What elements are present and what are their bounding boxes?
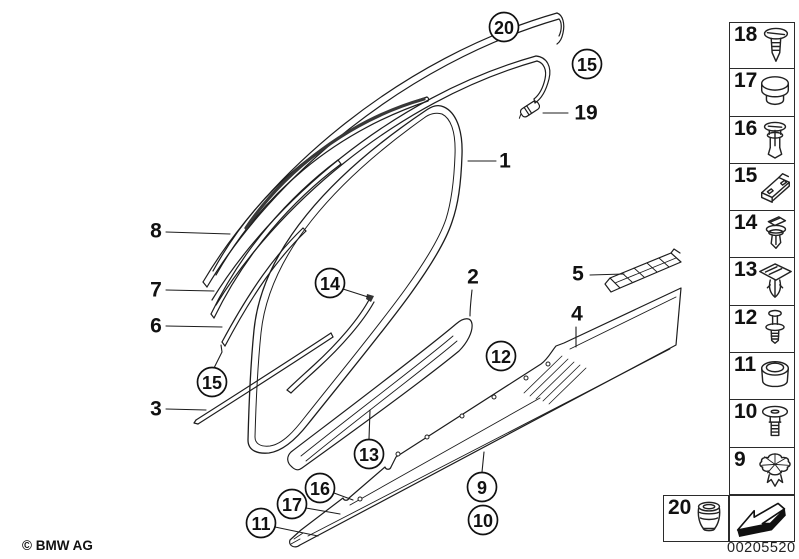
panel-item-9[interactable]: 9 — [729, 447, 795, 495]
panel-item-20[interactable]: 20 — [663, 495, 729, 542]
star-clip-icon — [759, 453, 791, 487]
sill-strip-3 — [193, 332, 334, 425]
callout-circle-13[interactable]: 13 — [353, 438, 385, 470]
cone-plug-icon — [697, 501, 721, 531]
tapping-screw-icon — [763, 27, 789, 62]
callout-circle-15-left[interactable]: 15 — [196, 366, 228, 398]
panel-item-label: 11 — [734, 353, 757, 377]
svg-text:13: 13 — [359, 445, 379, 465]
callout-circle-12[interactable]: 12 — [485, 340, 517, 372]
plain-callouts: 1 2 3 4 5 6 7 8 19 — [150, 102, 598, 421]
svg-text:16: 16 — [310, 479, 330, 499]
pillar-strip-7 — [210, 159, 342, 319]
cover-cap-icon — [760, 76, 790, 106]
image-number: 00205520 — [727, 540, 796, 556]
pin-rivet-icon — [765, 309, 785, 344]
panel-item-11[interactable]: 11 — [729, 353, 795, 401]
callout-circle-16[interactable]: 16 — [304, 472, 336, 504]
expanding-rivet-icon — [763, 121, 787, 159]
callout-19[interactable]: 19 — [574, 102, 597, 125]
entrance-cover-strip — [286, 294, 375, 394]
callout-7[interactable]: 7 — [150, 279, 162, 302]
panel-item-10[interactable]: 10 — [729, 400, 795, 448]
callout-5[interactable]: 5 — [572, 263, 584, 286]
panel-item-label: 15 — [734, 163, 758, 187]
sheet-metal-clip-icon — [760, 173, 790, 203]
callout-4[interactable]: 4 — [571, 303, 583, 326]
callout-8[interactable]: 8 — [150, 220, 162, 243]
svg-text:11: 11 — [251, 514, 270, 534]
callout-6[interactable]: 6 — [150, 315, 162, 338]
panel-item-label: 10 — [734, 400, 758, 424]
callout-circle-15-top[interactable]: 15 — [571, 48, 603, 80]
svg-text:17: 17 — [282, 495, 302, 515]
round-head-rivet-icon — [761, 405, 789, 436]
door-opening-seal — [247, 104, 463, 454]
callout-circle-14[interactable]: 14 — [314, 267, 346, 299]
panel-item-label: 9 — [734, 447, 746, 471]
pillar-strip-8 — [212, 96, 430, 276]
panel-item-16[interactable]: 16 — [729, 116, 795, 164]
panel-item-13[interactable]: 13 — [729, 258, 795, 306]
svg-text:12: 12 — [491, 347, 511, 367]
callout-circle-10[interactable]: 10 — [467, 504, 499, 536]
callout-2[interactable]: 2 — [467, 266, 479, 289]
grommet-icon — [760, 361, 790, 388]
panel-item-12[interactable]: 12 — [729, 305, 795, 354]
panel-item-label: 13 — [734, 258, 758, 282]
front-direction-arrow-icon — [736, 502, 786, 537]
callout-circle-20[interactable]: 20 — [488, 11, 520, 43]
square-head-clip-icon — [765, 216, 787, 250]
outer-sill-moulding — [289, 287, 682, 548]
panel-item-17[interactable]: 17 — [729, 69, 795, 117]
clip-19-glyph — [518, 100, 541, 119]
callout-circle-9[interactable]: 9 — [466, 471, 498, 503]
panel-item-label: 18 — [734, 23, 758, 46]
window-frame-finisher — [211, 55, 551, 306]
svg-text:14: 14 — [320, 274, 340, 294]
panel-item-15[interactable]: 15 — [729, 163, 795, 212]
svg-text:10: 10 — [473, 511, 493, 531]
direction-arrow-box[interactable] — [729, 495, 795, 542]
callout-1[interactable]: 1 — [499, 150, 511, 173]
inner-sill-scuff-strip — [287, 318, 473, 471]
callout-circle-17[interactable]: 17 — [276, 488, 308, 520]
panel-item-14[interactable]: 14 — [729, 211, 795, 259]
svg-text:9: 9 — [477, 478, 487, 498]
support-bracket-5 — [604, 248, 682, 293]
svg-text:15: 15 — [202, 373, 222, 393]
svg-text:15: 15 — [577, 55, 597, 75]
panel-item-label: 14 — [734, 211, 758, 235]
fastener-panel: 18 17 16 15 — [729, 22, 795, 495]
circled-callouts: 20 15 14 15 12 13 — [196, 11, 603, 539]
panel-item-label: 12 — [734, 305, 758, 329]
flat-top-clip-icon — [759, 262, 792, 298]
panel-item-label: 16 — [734, 116, 758, 140]
callout-circle-11[interactable]: 11 — [245, 507, 277, 539]
leader-lines — [165, 112, 625, 537]
panel-item-18[interactable]: 18 — [729, 22, 795, 70]
svg-text:20: 20 — [494, 18, 514, 38]
copyright-text: © BMW AG — [22, 538, 93, 553]
callout-3[interactable]: 3 — [150, 398, 162, 421]
panel-item-label: 20 — [668, 496, 692, 519]
panel-item-label: 17 — [734, 69, 758, 93]
